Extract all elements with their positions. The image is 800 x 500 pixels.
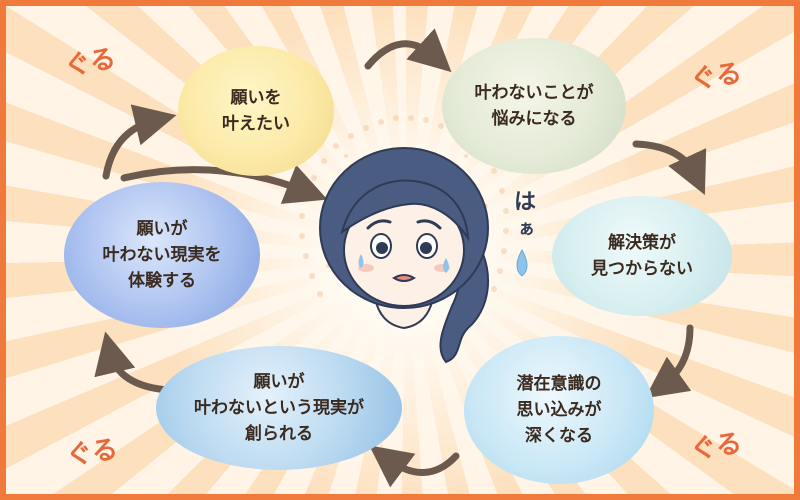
cycle-arrows <box>94 28 707 488</box>
sigh-line-2: ぁ <box>518 219 535 239</box>
guru-label-bottom-right: ぐる <box>688 428 744 466</box>
arrow-6-to-1 <box>102 104 177 180</box>
arrow-2-to-3 <box>632 140 707 196</box>
cycle-node-1-label: 願いを 叶えたい <box>222 88 290 134</box>
sigh-line-1: は <box>514 190 537 215</box>
teardrop-icon <box>516 248 528 277</box>
cycle-node-2: 叶わないことが 悩みになる <box>442 38 626 174</box>
cycle-node-6: 願いが 叶わない現実を 体験する <box>64 182 260 328</box>
arrow-5-to-6 <box>94 331 172 394</box>
cycle-node-6-label: 願いが 叶わない現実を 体験する <box>102 219 222 291</box>
arrow-1-to-2 <box>364 28 452 73</box>
cycle-node-2-label: 叶わないことが 悩みになる <box>474 83 594 129</box>
cycle-node-5: 願いが 叶わないという現実が 創られる <box>156 346 402 470</box>
cycle-node-4-label: 潜在意識の 思い込みが 深くなる <box>516 374 602 446</box>
cycle-node-3: 解決策が 見つからない <box>552 196 732 316</box>
arrow-6-to-center <box>120 164 328 204</box>
cycle-node-5-label: 願いが 叶わないという現実が 創られる <box>194 372 364 444</box>
cycle-node-4: 潜在意識の 思い込みが 深くなる <box>464 336 654 484</box>
arrow-4-to-5 <box>369 445 460 488</box>
cycle-node-3-label: 解決策が 見つからない <box>591 233 693 279</box>
guru-label-bottom-left: ぐる <box>64 434 120 472</box>
worried-woman-icon <box>319 147 489 364</box>
arrow-3-to-4 <box>644 324 694 399</box>
cycle-node-1: 願いを 叶えたい <box>178 46 334 176</box>
guru-label-top-right: ぐる <box>688 58 744 96</box>
sigh-text: は ぁ <box>514 184 536 239</box>
